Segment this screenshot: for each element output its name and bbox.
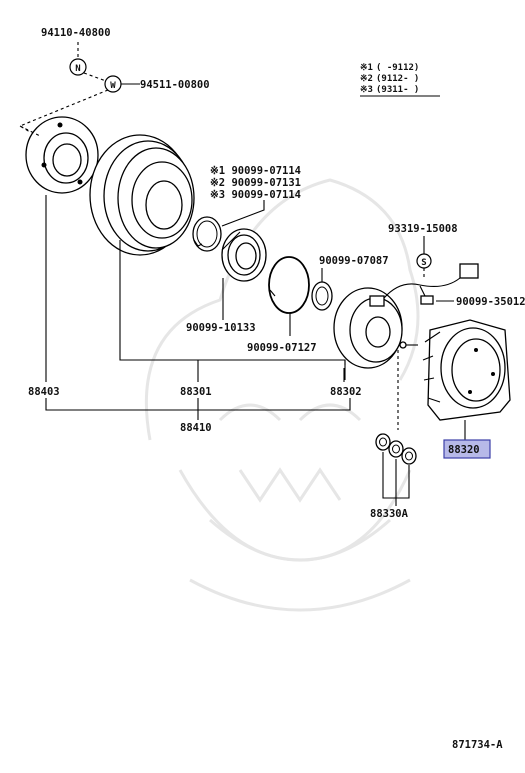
label-88301: 88301 (180, 386, 212, 398)
wire-harness-drawing (383, 263, 479, 305)
hub-88403-drawing (25, 116, 99, 194)
compressor-88320-drawing (399, 319, 511, 421)
label-94110-40800: 94110-40800 (41, 27, 111, 39)
nut-symbol-letter: N (75, 64, 80, 74)
o-rings-88330a-drawing (375, 433, 417, 465)
label-90099-10133: 90099-10133 (186, 322, 256, 334)
code-mark-3: ※3 (360, 85, 373, 95)
code-range-3: (9311- ) (376, 85, 419, 95)
label-88410: 88410 (180, 422, 212, 434)
label-90099-07114-1: ※1 90099-07114 (210, 165, 301, 177)
pulley-88301-drawing (89, 134, 195, 256)
label-94511-00800: 94511-00800 (140, 79, 210, 91)
screw-symbol-letter: S (421, 258, 426, 268)
bearing-drawing (221, 228, 267, 282)
label-90099-07127: 90099-07127 (247, 342, 317, 354)
code-mark-1: ※1 (360, 63, 373, 73)
code-table: ※1 ( -9112) ※2 (9112- ) ※3 (9311- ) (360, 63, 440, 97)
field-coil-88302-drawing (333, 287, 403, 369)
label-93319-15008: 93319-15008 (388, 223, 458, 235)
label-90099-07087: 90099-07087 (319, 255, 389, 267)
label-90099-07131: ※2 90099-07131 (210, 177, 301, 189)
washer-symbol-letter: W (110, 81, 116, 91)
highlight-88320-box[interactable] (443, 439, 491, 459)
snap-ring-drawing (192, 216, 222, 252)
snap-ring-07127-drawing (268, 256, 310, 314)
label-88330a: 88330A (370, 508, 409, 520)
code-range-1: ( -9112) (376, 63, 419, 73)
nut-symbol-icon (69, 58, 87, 76)
leader-lines (18, 42, 466, 506)
diagram-id: 871734-A (452, 739, 503, 751)
label-90099-35012: 90099-35012 (456, 296, 525, 308)
label-90099-07114-3: ※3 90099-07114 (210, 189, 301, 201)
label-88320[interactable]: 88320 (448, 444, 480, 456)
code-mark-2: ※2 (360, 74, 373, 84)
label-88403: 88403 (28, 386, 60, 398)
watermark-logo (144, 178, 420, 612)
shim-07087-drawing (311, 281, 333, 311)
code-range-2: (9112- ) (376, 74, 419, 84)
label-88302: 88302 (330, 386, 362, 398)
